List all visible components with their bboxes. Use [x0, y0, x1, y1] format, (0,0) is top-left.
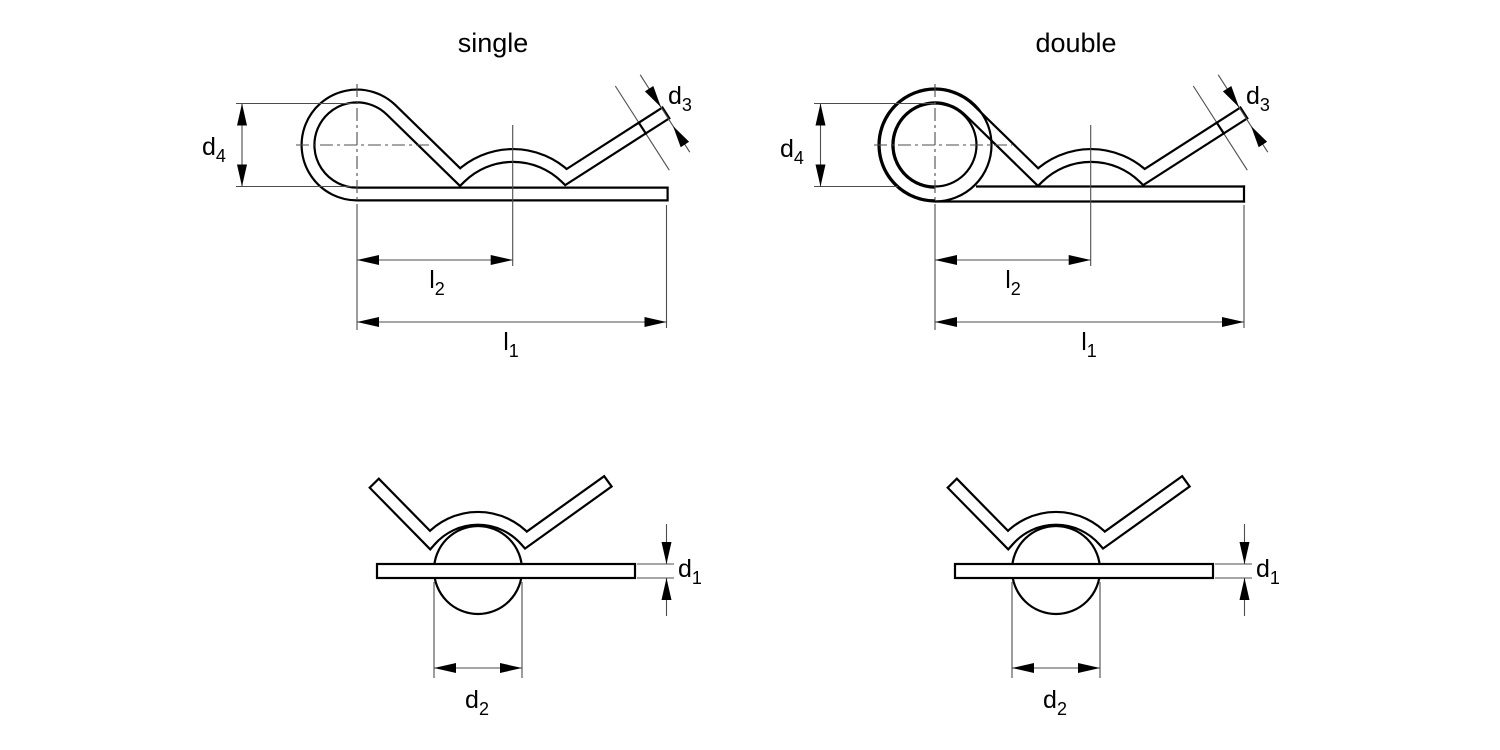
dim-label-sub: 1 — [1270, 568, 1280, 588]
arrowhead-diagonal — [673, 126, 690, 148]
dim-label-main: d — [668, 82, 682, 110]
straight-leg-fill — [935, 188, 1243, 200]
arrowhead-right — [490, 255, 513, 265]
arrowhead-down — [1239, 542, 1250, 564]
arrowhead-diagonal — [1251, 126, 1268, 148]
dim-label-sub: 2 — [435, 279, 445, 299]
arrowhead-right — [1068, 255, 1091, 265]
dim-label-d2: d2 — [465, 686, 489, 719]
dim-label-sub: 3 — [682, 95, 692, 115]
arrowhead-right — [644, 317, 667, 327]
dim-label-main: l — [1081, 328, 1087, 356]
wire-end-tick — [637, 121, 648, 135]
wire-end-tick — [1215, 121, 1226, 135]
dim-label-d4: d4 — [202, 133, 226, 166]
arrowhead-up — [661, 578, 672, 600]
dim-label-d2: d2 — [1043, 686, 1067, 719]
dim-label-main: l — [1005, 266, 1011, 294]
arrowhead-right — [500, 663, 522, 673]
dim-label-d4: d4 — [780, 135, 804, 168]
dim-label-sub: 2 — [1011, 279, 1021, 299]
dim-label-main: d — [1043, 686, 1057, 714]
dim-label-main: d — [202, 133, 216, 161]
arrowhead-diagonal — [1222, 86, 1239, 108]
arrowhead-diagonal — [644, 86, 661, 108]
dim-label-sub: 2 — [1057, 699, 1067, 719]
single-cross-section-view: d1 d2 — [368, 474, 702, 719]
arrowhead-left — [935, 317, 957, 327]
dim-label-sub: 4 — [794, 148, 804, 168]
dim-label-main: l — [429, 266, 435, 294]
view-title-double: double — [1035, 28, 1116, 58]
arrowhead-left — [357, 317, 379, 327]
dim-label-sub: 2 — [479, 699, 489, 719]
dim-label-d1: d1 — [1256, 555, 1280, 588]
wire-fill — [880, 90, 1246, 200]
wavy-leg-fill — [949, 477, 1189, 548]
dim-label-sub: 1 — [692, 568, 702, 588]
dim-label-main: d — [1256, 555, 1270, 583]
dim-label-main: l — [503, 328, 509, 356]
dim-label-main: d — [465, 686, 479, 714]
straight-leg-section — [953, 562, 1215, 580]
dim-label-d1: d1 — [678, 555, 702, 588]
arrowhead-down — [661, 542, 672, 564]
arrowhead-down — [815, 164, 826, 187]
arrowhead-left — [434, 663, 456, 673]
double-side-view: double d4 d3 l2 l1 — [780, 28, 1270, 361]
dim-label-sub: 3 — [1260, 95, 1270, 115]
single-side-view: single d4 d3 l2 l1 — [202, 28, 692, 361]
arrowhead-left — [935, 255, 957, 265]
arrowhead-left — [357, 255, 379, 265]
arrowhead-down — [237, 164, 247, 187]
arrowhead-left — [1012, 663, 1034, 673]
dim-label-sub: 1 — [1087, 341, 1097, 361]
arrowhead-up — [1239, 578, 1250, 600]
dim-label-l1: l1 — [503, 328, 519, 361]
dim-label-l2: l2 — [429, 266, 445, 299]
dim-label-main: d — [678, 555, 692, 583]
wavy-leg-fill — [371, 477, 611, 548]
dim-label-main: d — [1246, 82, 1260, 110]
arrowhead-up — [815, 103, 826, 126]
dim-label-main: d — [780, 135, 794, 163]
straight-leg-section — [375, 562, 637, 580]
arrowhead-up — [237, 103, 247, 126]
dim-label-l1: l1 — [1081, 328, 1097, 361]
view-title-single: single — [458, 28, 529, 58]
arrowhead-right — [1078, 663, 1100, 673]
double-cross-section-view: d1 d2 — [946, 474, 1280, 719]
dim-label-l2: l2 — [1005, 266, 1021, 299]
dim-label-d3: d3 — [1246, 82, 1270, 115]
dim-label-sub: 4 — [216, 146, 226, 166]
dim-label-sub: 1 — [509, 341, 519, 361]
dim-label-d3: d3 — [668, 82, 692, 115]
arrowhead-right — [1222, 317, 1244, 327]
